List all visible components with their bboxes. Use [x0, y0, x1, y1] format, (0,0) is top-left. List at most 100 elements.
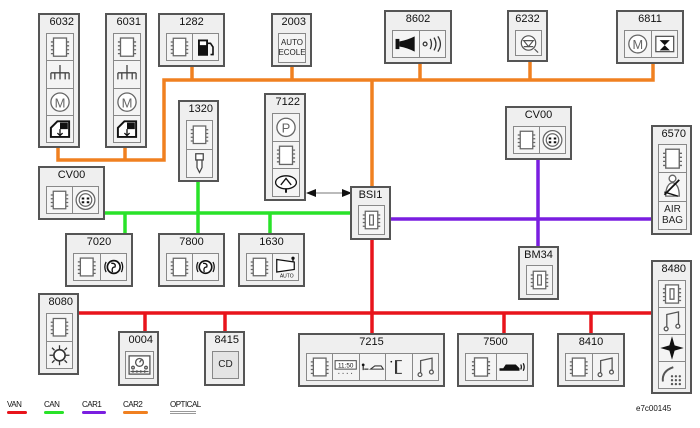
ecu-chip-icon [47, 314, 72, 342]
ecu-label: 6032 [49, 16, 74, 28]
sunroof-icon [652, 31, 678, 57]
svg-text:11:50: 11:50 [338, 363, 354, 370]
headlamp-icon [273, 169, 299, 196]
ecu-label: 8415 [214, 334, 239, 346]
ecu-1282[interactable]: 1282 [158, 13, 225, 67]
can-bus [104, 180, 352, 233]
ecu-7500[interactable]: 7500 [457, 333, 534, 387]
legend-swatch-van [7, 411, 27, 414]
ecu-label: 8080 [48, 296, 73, 308]
arrow-left-icon [306, 189, 316, 197]
ecu-chip-icon [659, 145, 686, 174]
ecu-chip-icon [74, 254, 101, 280]
legend-car2: CAR2 [123, 400, 148, 414]
ecu-label: 8602 [405, 13, 431, 25]
ecu-6232[interactable]: 6232 [507, 10, 548, 62]
ecu-7215[interactable]: 7215 11:50 [298, 333, 445, 387]
ecu-8602[interactable]: 8602 [384, 10, 452, 64]
seatbelt-icon [659, 173, 686, 202]
ecu-chip-icon [167, 34, 193, 60]
legend-swatch-optical [170, 411, 196, 414]
legend-label: VAN [7, 400, 22, 409]
legend-label: OPTICAL [170, 400, 201, 409]
svg-text:M: M [55, 95, 66, 110]
display-icon: 11:50 [333, 354, 360, 380]
ecu-chip-icon [114, 34, 140, 62]
ecu-chip-icon [514, 127, 540, 153]
ecu-7800[interactable]: 7800 [158, 233, 225, 287]
ecu-label: 6232 [515, 13, 540, 25]
van-bus [78, 240, 652, 334]
music-note-icon [659, 308, 685, 335]
led-diode-icon [516, 31, 541, 55]
ecu-0004[interactable]: 0004 [118, 331, 159, 386]
bsi-chip-icon [659, 281, 685, 308]
ecu-1630[interactable]: 1630 AUTO [238, 233, 305, 287]
ecu-label: 0004 [128, 334, 153, 346]
optical-link [306, 189, 352, 197]
ecu-8080[interactable]: 8080 [38, 293, 79, 375]
door-icon [386, 354, 413, 380]
music-note-icon [413, 354, 438, 380]
legend-swatch-car1 [82, 411, 106, 414]
ecu-label: 7500 [483, 336, 508, 348]
ecu-label: 7122 [275, 96, 300, 108]
legend-swatch-car2 [123, 411, 148, 414]
ecu-7122[interactable]: 7122 P [264, 93, 306, 201]
ecu-chip-icon [47, 187, 73, 213]
window-lift-icon [47, 116, 73, 142]
legend-car1: CAR1 [82, 400, 106, 414]
ecu-7020[interactable]: 7020 [65, 233, 133, 287]
ecu-chip-icon [47, 34, 73, 62]
fuel-injector-icon [187, 150, 212, 178]
motor-icon: M [625, 31, 652, 57]
cd-changer-icon: CD [218, 359, 233, 370]
svg-text:AUTO: AUTO [280, 274, 294, 280]
ecu-label: BM34 [524, 249, 553, 261]
ecu-label: 1282 [179, 16, 204, 28]
ecu-label: 8480 [661, 263, 686, 275]
ultrasonic-waves-icon [420, 31, 446, 57]
legend-optical: OPTICAL [170, 400, 201, 414]
auto-gearbox-icon: AUTO [273, 254, 298, 280]
motor-icon: M [47, 89, 73, 116]
ecu-label: 7215 [359, 336, 384, 348]
car1-bus [390, 158, 652, 246]
abs-esp-icon [101, 254, 127, 280]
ecu-cv00-left[interactable]: CV00 [38, 166, 105, 220]
ecu-6811[interactable]: 6811 M [616, 10, 684, 64]
car2-bus [56, 62, 655, 187]
ecu-8410[interactable]: 8410 [557, 333, 625, 387]
steering-switch-icon [73, 187, 98, 213]
ecu-label: 6811 [638, 13, 662, 25]
steering-switch-icon [540, 127, 565, 153]
fuel-pump-icon [193, 34, 218, 60]
ecu-label: 6570 [661, 128, 686, 140]
svg-text:M: M [632, 37, 643, 52]
ecu-6032[interactable]: 6032 M [38, 13, 80, 148]
parking-motor-icon: P [273, 114, 299, 142]
seat-memory-tree-icon [114, 61, 140, 89]
ecu-chip-icon [247, 254, 273, 280]
ecu-8415[interactable]: 8415 CD [204, 331, 245, 386]
instrument-panel-icon [126, 352, 153, 378]
ecu-bsi1[interactable]: BSI1 [350, 186, 391, 240]
ecu-chip-icon [307, 354, 334, 380]
ecu-label: 1630 [259, 236, 284, 248]
parking-aid-car-icon [497, 354, 527, 380]
ecu-1320[interactable]: 1320 [178, 100, 219, 182]
ecu-6031[interactable]: 6031 M [105, 13, 147, 148]
telephone-icon [659, 362, 685, 388]
ecu-cv00-right[interactable]: CV00 [505, 106, 572, 160]
ecu-label: 7800 [179, 236, 204, 248]
ecu-chip-icon [466, 354, 497, 380]
ecu-bm34[interactable]: BM34 [518, 246, 559, 300]
horn-icon [393, 31, 420, 57]
ecu-8480[interactable]: 8480 [651, 260, 692, 394]
ecu-chip-icon [566, 354, 593, 380]
temp-sensor-car-icon [360, 354, 387, 380]
car2-wire [56, 64, 655, 162]
